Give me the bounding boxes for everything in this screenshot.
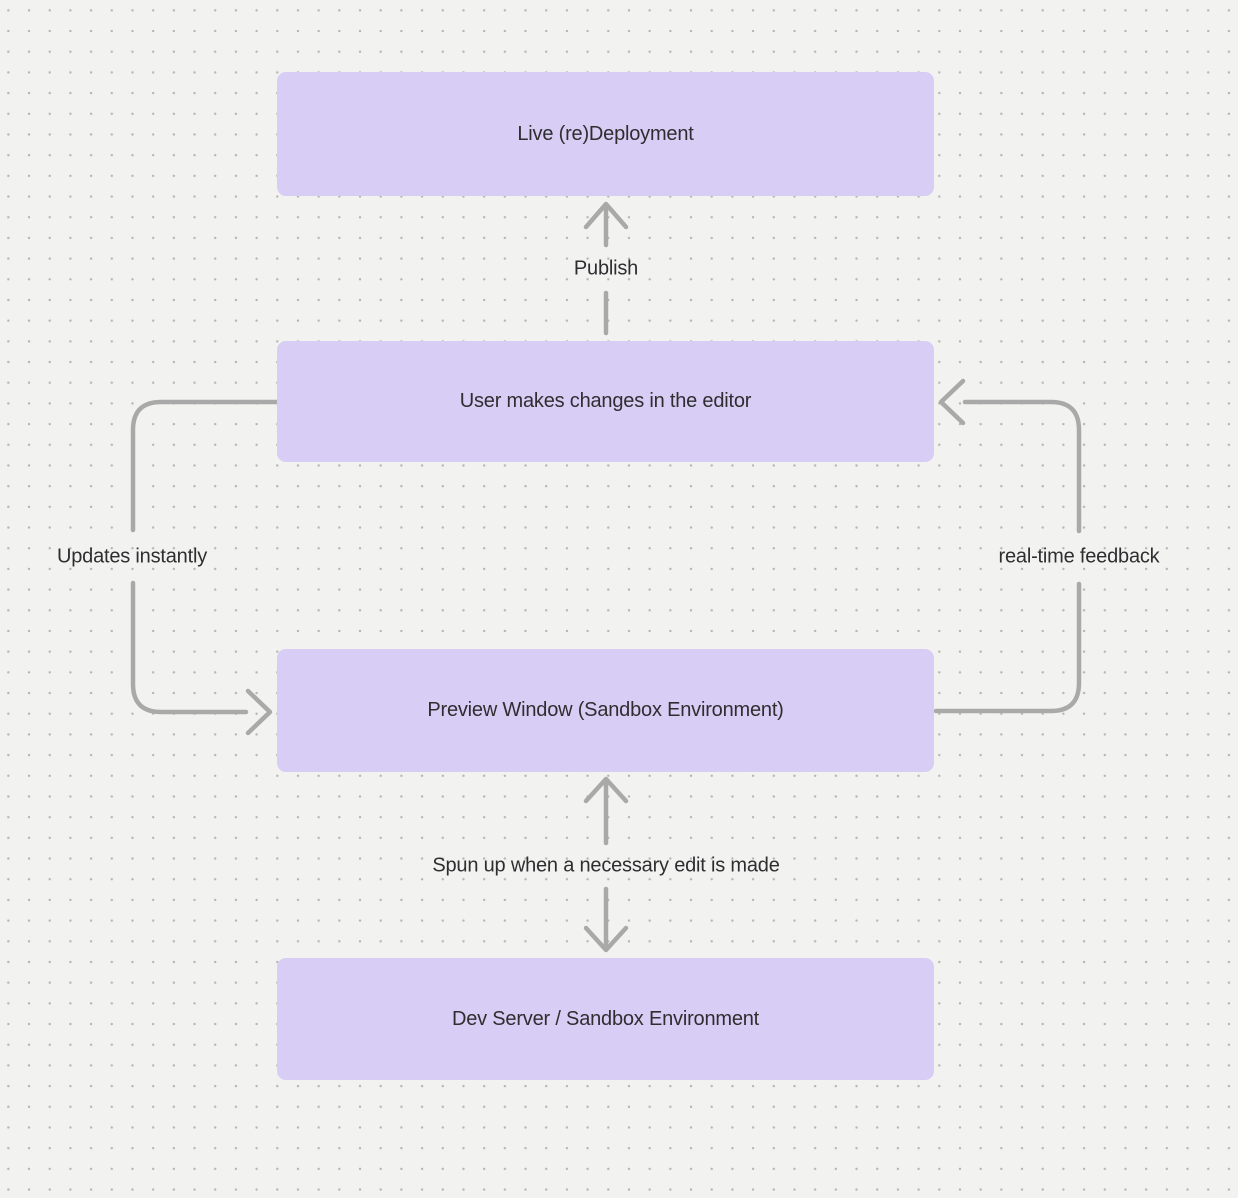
node-live-redeployment[interactable]: Live (re)Deployment [277, 72, 934, 196]
updates-segment-upper [130, 399, 281, 533]
updates-arrowhead-right-icon [245, 688, 273, 736]
arrow-updates-instantly[interactable] [130, 399, 281, 736]
spunup-arrowhead-up-icon [583, 776, 629, 804]
edge-label-updates-instantly[interactable]: Updates instantly [56, 545, 208, 568]
publish-arrowhead-up-icon [583, 201, 629, 230]
node-user-editor-label: User makes changes in the editor [459, 390, 752, 412]
arrow-publish[interactable] [583, 201, 629, 336]
node-dev-server[interactable]: Dev Server / Sandbox Environment [277, 958, 934, 1080]
feedback-segment-upper [962, 399, 1082, 534]
node-dev-server-label: Dev Server / Sandbox Environment [451, 1007, 760, 1030]
node-live-redeployment-label: Live (re)Deployment [517, 122, 694, 145]
node-preview-window[interactable]: Preview Window (Sandbox Environment) [277, 649, 934, 772]
edge-label-spun-up[interactable]: Spun up when a necessary edit is made [432, 854, 780, 877]
arrow-spun-up[interactable] [583, 776, 629, 953]
arrow-real-time-feedback[interactable] [933, 378, 1082, 714]
spunup-arrowhead-down-icon [583, 925, 629, 953]
node-preview-window-label: Preview Window (Sandbox Environment) [427, 699, 784, 721]
edge-label-publish[interactable]: Publish [573, 257, 639, 280]
edge-label-real-time-feedback[interactable]: real-time feedback [998, 545, 1160, 568]
updates-segment-lower [130, 580, 249, 715]
feedback-arrowhead-left-icon [938, 378, 966, 426]
node-user-editor[interactable]: User makes changes in the editor [277, 341, 934, 462]
feedback-segment-lower [933, 581, 1082, 714]
